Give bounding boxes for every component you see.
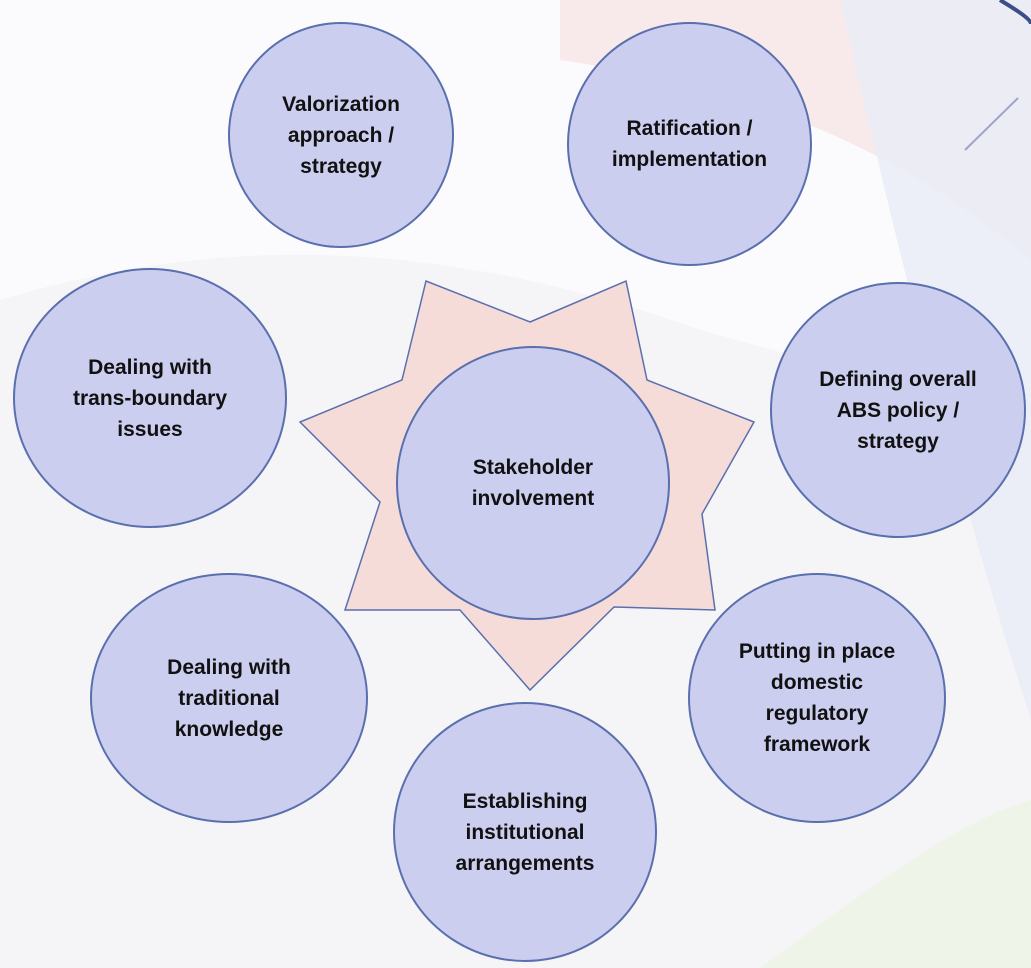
node-defining-policy-label: Defining overall ABS policy / strategy	[819, 367, 977, 453]
node-regulatory-framework: Putting in place domestic regulatory fra…	[688, 573, 946, 823]
node-ratification: Ratification / implementation	[567, 22, 812, 266]
node-traditional-knowledge: Dealing with traditional knowledge	[90, 573, 368, 823]
node-traditional-knowledge-label: Dealing with traditional knowledge	[167, 655, 291, 741]
corner-logo-line	[964, 97, 1019, 151]
node-regulatory-framework-label: Putting in place domestic regulatory fra…	[738, 640, 896, 756]
center-circle: Stakeholder involvement	[396, 346, 670, 620]
background-green-swoosh	[760, 800, 1031, 968]
node-trans-boundary: Dealing with trans-boundary issues	[13, 268, 287, 528]
node-valorization: Valorization approach / strategy	[228, 22, 454, 248]
node-institutional-arrangements-label: Establishing institutional arrangements	[455, 789, 595, 875]
node-defining-policy: Defining overall ABS policy / strategy	[770, 282, 1026, 538]
node-trans-boundary-label: Dealing with trans-boundary issues	[72, 355, 227, 441]
node-ratification-label: Ratification / implementation	[611, 117, 768, 171]
node-valorization-label: Valorization approach / strategy	[282, 92, 400, 178]
center-label: Stakeholder involvement	[471, 456, 595, 510]
node-institutional-arrangements: Establishing institutional arrangements	[393, 702, 657, 962]
